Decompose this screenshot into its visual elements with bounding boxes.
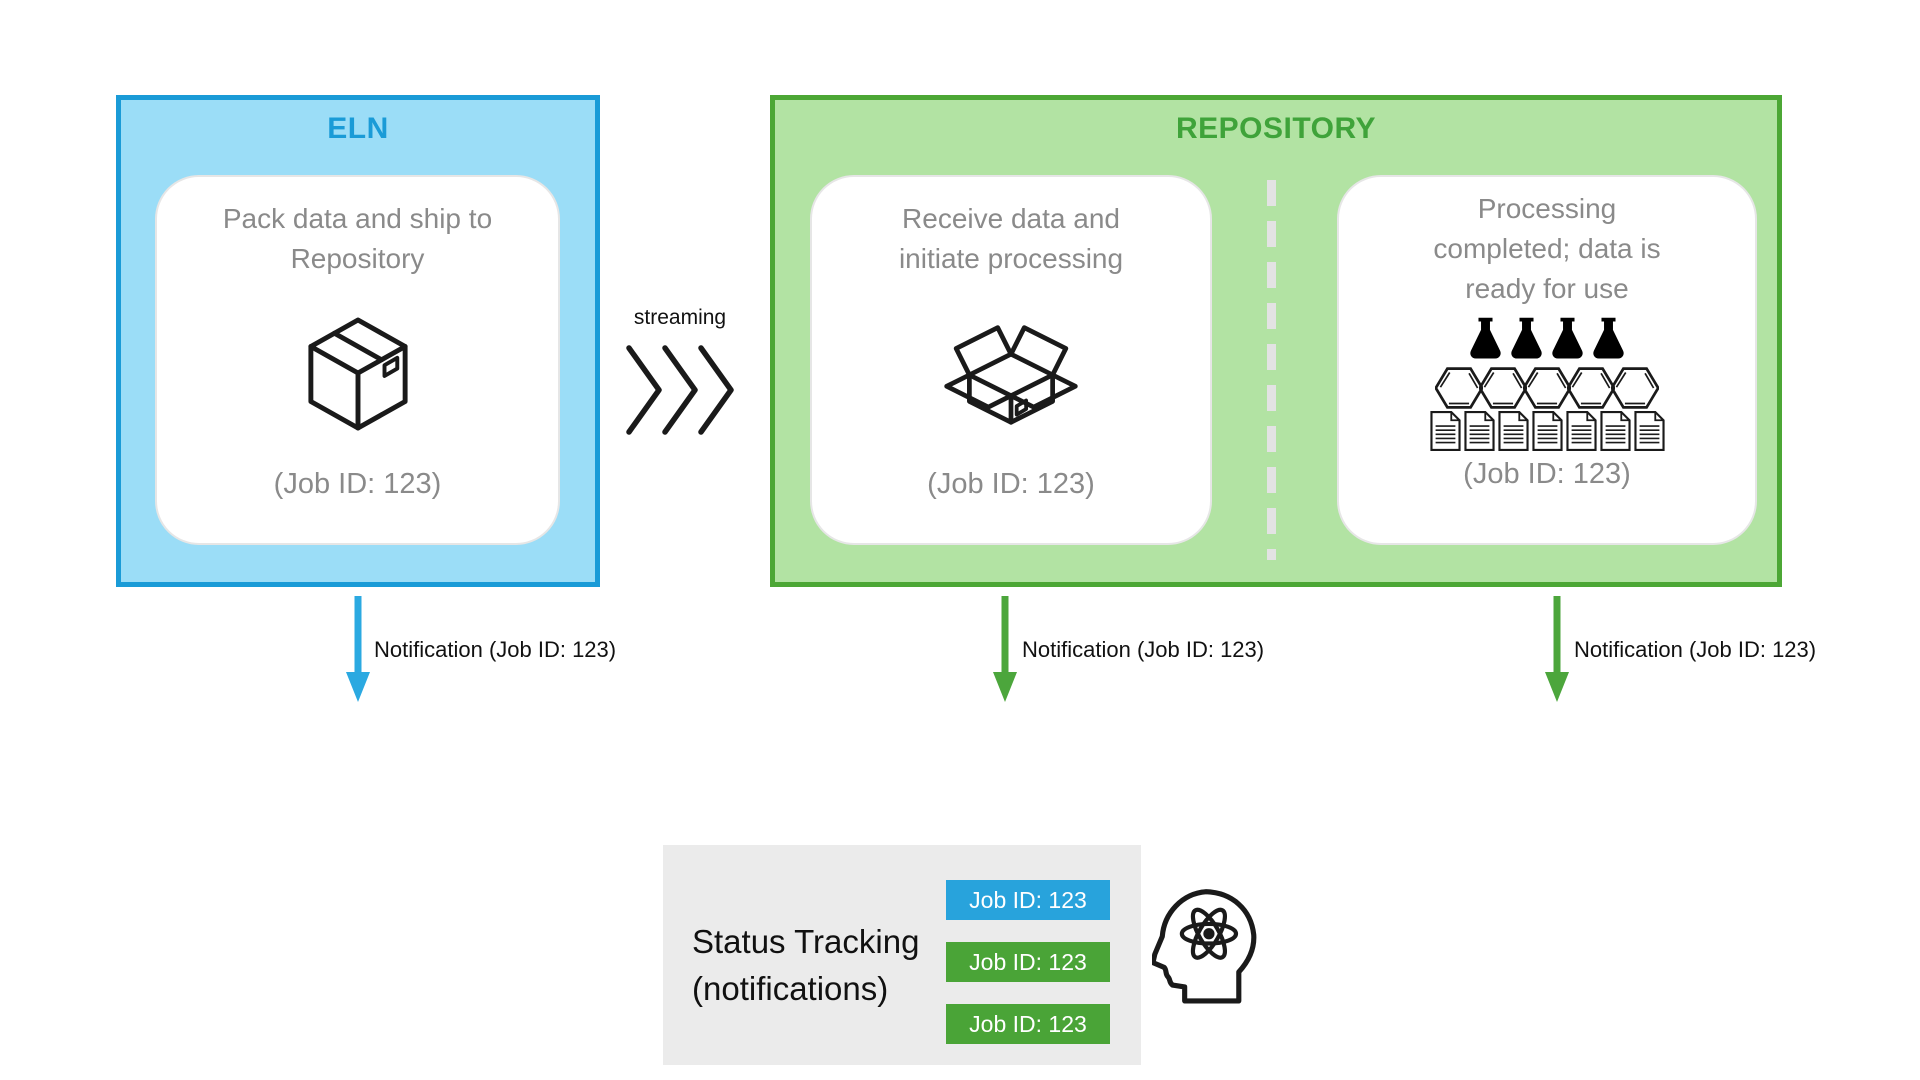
flask-icon: [1552, 317, 1583, 359]
job-badge-processing: Job ID: 123: [946, 1004, 1110, 1044]
status-title-line2: (notifications): [692, 970, 889, 1007]
repository-dashed-divider: [1267, 180, 1276, 560]
closed-box-icon: [304, 314, 412, 434]
processing-line2: completed; data is: [1433, 233, 1661, 264]
processing-line1: Processing: [1477, 193, 1617, 224]
eln-pack-card: Pack data and ship to Repository (Job ID…: [155, 175, 560, 545]
receive-notification-arrow-icon: [993, 596, 1017, 702]
repository-processing-card: Processing completed; data is ready for …: [1337, 175, 1757, 545]
document-icon: [1599, 410, 1631, 452]
head-atom-icon: [1152, 889, 1257, 1004]
receive-notification-label: Notification (Job ID: 123): [1022, 637, 1265, 662]
processing-notification-arrow-icon: [1545, 596, 1569, 702]
flask-icon: [1470, 317, 1501, 359]
document-icon: [1633, 410, 1665, 452]
hexagon-icon: [1435, 367, 1483, 409]
processing-notification-label: Notification (Job ID: 123): [1574, 637, 1817, 662]
document-icon-row: [1428, 410, 1666, 452]
receive-job-id: (Job ID: 123): [927, 468, 1095, 500]
eln-pack-line1: Pack data and ship to: [222, 203, 493, 234]
processing-line3: ready for use: [1465, 273, 1629, 304]
document-icon: [1531, 410, 1563, 452]
receive-line1: Receive data and: [902, 203, 1120, 234]
repository-title: REPOSITORY: [1175, 112, 1377, 145]
streaming-chevrons-icon: [626, 345, 734, 435]
eln-pack-line2: Repository: [290, 243, 425, 274]
document-icon: [1497, 410, 1529, 452]
document-icon: [1463, 410, 1495, 452]
flask-icon-row: [1465, 309, 1629, 366]
eln-pack-card-text: Pack data and ship to Repository: [223, 199, 492, 279]
job-badge-eln: Job ID: 123: [946, 880, 1110, 920]
receive-card-text: Receive data and initiate processing: [899, 199, 1123, 279]
processing-card-text: Processing completed; data is ready for …: [1433, 189, 1660, 309]
hexagon-icon-row: [1435, 366, 1659, 410]
document-icon: [1429, 410, 1461, 452]
hexagon-icon: [1567, 367, 1615, 409]
hexagon-icon: [1479, 367, 1527, 409]
processing-job-id: (Job ID: 123): [1463, 458, 1631, 490]
streaming-label: streaming: [633, 306, 727, 329]
flask-icon: [1593, 317, 1624, 359]
job-badge-receive: Job ID: 123: [946, 942, 1110, 982]
eln-job-id: (Job ID: 123): [273, 468, 442, 500]
eln-notification-arrow-icon: [346, 596, 370, 702]
eln-notification-label: Notification (Job ID: 123): [374, 637, 617, 662]
document-icon: [1565, 410, 1597, 452]
receive-line2: initiate processing: [898, 243, 1124, 274]
open-box-icon: [941, 314, 1081, 434]
hexagon-icon: [1611, 367, 1659, 409]
status-title-line1: Status Tracking: [692, 923, 920, 960]
eln-title: ELN: [327, 112, 389, 145]
hexagon-icon: [1523, 367, 1571, 409]
flask-icon: [1511, 317, 1542, 359]
repository-receive-card: Receive data and initiate processing (Jo…: [810, 175, 1212, 545]
status-tracking-title: Status Tracking (notifications): [692, 918, 919, 1012]
